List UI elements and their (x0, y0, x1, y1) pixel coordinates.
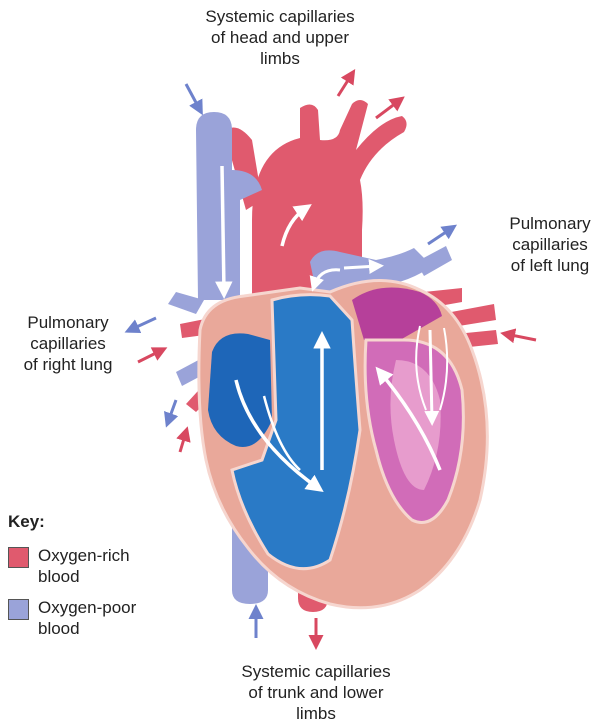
key-swatch-oxygen-rich (8, 547, 29, 568)
arrow-from-right-lung (138, 350, 162, 362)
arrow-into-svc (186, 84, 200, 110)
key-title: Key: (8, 512, 45, 532)
arrow-to-right-lung-2 (168, 400, 176, 422)
arrow-out-head-1 (338, 74, 352, 96)
flow-arrow-svc (222, 166, 224, 292)
flow-arrow-pulm-right (344, 266, 378, 268)
label-pulmonary-left: Pulmonary capillaries of left lung (496, 213, 604, 276)
arrow-to-left-lung (428, 228, 452, 244)
arrow-out-head-2 (376, 100, 400, 118)
label-systemic-trunk: Systemic capillaries of trunk and lower … (196, 661, 436, 724)
key-swatch-oxygen-poor (8, 599, 29, 620)
key-item-oxygen-poor: Oxygen-poor blood (8, 597, 188, 639)
label-pulmonary-right: Pulmonary capillaries of right lung (4, 312, 132, 375)
label-systemic-head: Systemic capillaries of head and upper l… (150, 6, 410, 69)
arrow-from-left-lung (506, 334, 536, 340)
arrow-to-right-lung (130, 318, 156, 330)
arrow-from-right-lung-2 (180, 432, 186, 452)
key-item-oxygen-rich: Oxygen-rich blood (8, 545, 188, 587)
flow-arrow-la-lv (430, 330, 432, 420)
